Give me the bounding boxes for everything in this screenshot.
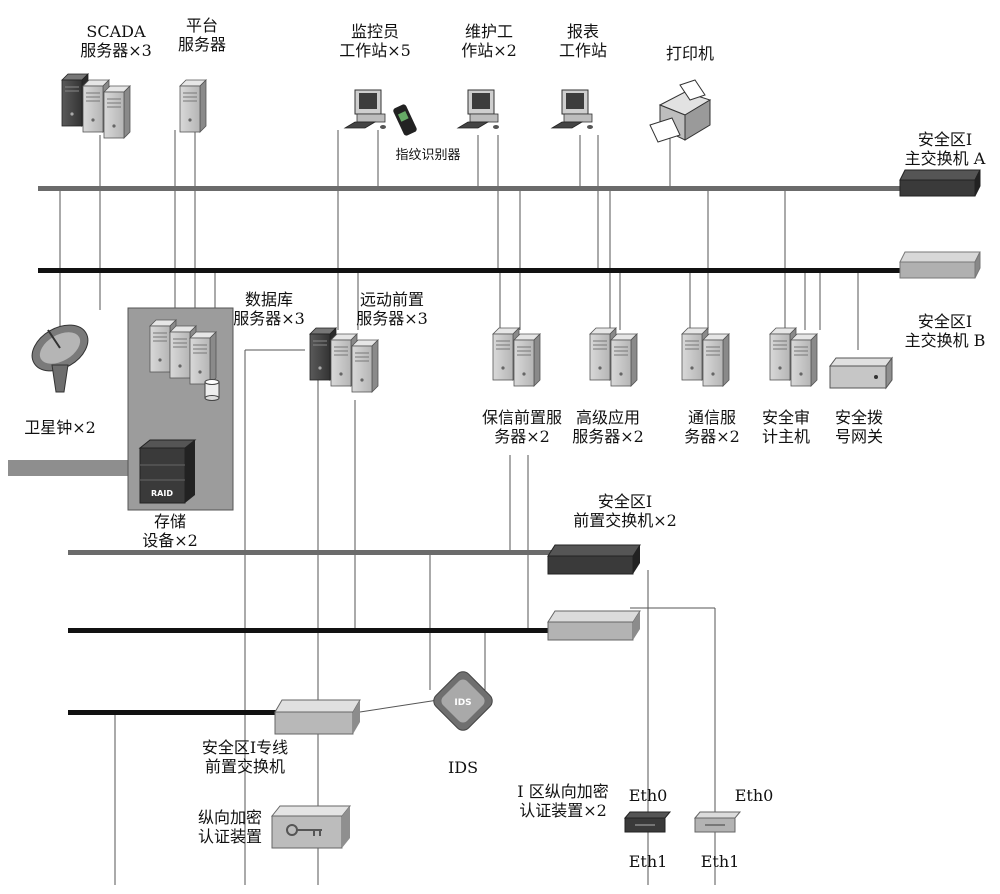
monitor-workstation-label: 监控员工作站×5 <box>339 22 411 60</box>
raid-badge: RAID <box>151 489 173 498</box>
db-servers-label: 数据库服务器×3 <box>233 290 305 328</box>
protection-front-server-icons <box>492 327 541 387</box>
fingerprint-reader-label: 指纹识别器 <box>395 148 461 163</box>
bus-storage <box>8 460 138 476</box>
bus-main-b <box>38 268 908 273</box>
front-switch-b-icon <box>547 610 641 641</box>
db-storage-group: RAID <box>127 307 234 511</box>
fingerprint-reader-icon <box>393 104 417 136</box>
security-audit-host-label: 安全审计主机 <box>761 408 810 446</box>
advanced-app-server-icons <box>589 327 638 387</box>
comm-server-icons <box>681 327 730 387</box>
platform-server-label: 平台服务器 <box>177 16 226 54</box>
platform-server-icon <box>179 79 207 133</box>
dedicated-front-switch-label: 安全区I专线前置交换机 <box>201 738 289 776</box>
satellite-dish-icon <box>31 324 89 393</box>
bus-dedicated <box>68 710 283 715</box>
zone1-encrypt-device-b-icon <box>693 811 742 833</box>
remote-front-server-icons <box>309 327 379 393</box>
security-dialup-gateway-label: 安全拨号网关 <box>834 408 883 446</box>
security-audit-host-icons <box>769 327 818 387</box>
advanced-app-servers-label: 高级应用服务器×2 <box>572 408 644 446</box>
dialup-gateway-icon <box>829 356 893 390</box>
vertical-encrypt-device-icon <box>270 805 352 849</box>
zone1-vertical-encrypt-label: I 区纵向加密认证装置×2 <box>517 782 609 820</box>
zone1-encrypt-device-a-icon <box>623 811 672 833</box>
ids-label: IDS <box>447 758 479 777</box>
ids-badge: IDS <box>454 698 471 708</box>
dedicated-front-switch-icon <box>274 699 361 735</box>
front-switch-a-icon <box>547 544 641 575</box>
report-workstation-icon <box>551 89 594 130</box>
eth0-a-label: Eth0 <box>628 786 668 805</box>
raid-storage-icon: RAID <box>138 439 197 504</box>
printer-icon <box>649 79 712 143</box>
bus-main-a <box>38 186 908 191</box>
report-workstation-label: 报表工作站 <box>558 22 607 60</box>
bus-front-a <box>68 550 558 555</box>
maintenance-workstation-label: 维护工作站×2 <box>461 22 517 60</box>
main-switch-b-icon <box>899 251 981 279</box>
vertical-encrypt-label: 纵向加密认证装置 <box>197 808 262 846</box>
scada-server-icons <box>61 73 131 139</box>
storage-label: 存储设备×2 <box>142 512 198 550</box>
monitor-workstation-icon <box>344 89 387 130</box>
protection-front-servers-label: 保信前置服务器×2 <box>481 408 562 446</box>
eth1-b-label: Eth1 <box>700 852 740 871</box>
bus-lines <box>8 186 908 715</box>
comm-servers-label: 通信服务器×2 <box>684 408 740 446</box>
eth0-b-label: Eth0 <box>734 786 774 805</box>
maintenance-workstation-icon <box>457 89 500 130</box>
main-switch-a-icon <box>899 169 981 197</box>
satellite-clock-label: 卫星钟×2 <box>24 418 96 437</box>
db-cylinder-icon <box>204 379 220 401</box>
remote-front-servers-label: 远动前置服务器×3 <box>356 290 428 328</box>
ids-icon: IDS <box>433 671 493 731</box>
eth1-a-label: Eth1 <box>628 852 668 871</box>
bus-front-b <box>68 628 558 633</box>
printer-label: 打印机 <box>665 44 714 63</box>
